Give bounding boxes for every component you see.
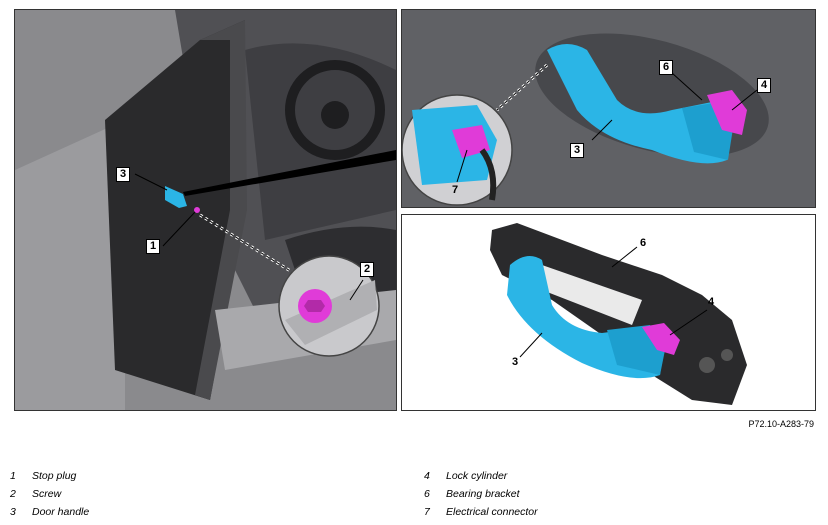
legend-number: 4 — [424, 470, 430, 482]
handle-installed-illustration: 6 4 3 7 — [401, 9, 816, 208]
callout-3-left: 3 — [116, 167, 130, 182]
door-overview-illustration: 3 1 2 — [14, 9, 397, 411]
legend-number: 7 — [424, 506, 430, 518]
handle-removed-illustration: 6 4 3 — [401, 214, 816, 411]
stop-plug-marker — [194, 207, 200, 213]
figure-reference-code: P72.10-A283-79 — [748, 419, 814, 429]
callout-4-top: 4 — [757, 78, 771, 93]
door-handle — [547, 44, 732, 164]
legend-label: Bearing bracket — [446, 488, 520, 500]
legend-label: Lock cylinder — [446, 470, 508, 482]
lock-cylinder-marker — [707, 90, 747, 135]
legend-number: 6 — [424, 488, 430, 500]
callout-4-bottom: 4 — [708, 296, 715, 308]
callout-6-top: 6 — [659, 60, 673, 75]
legend-label: Screw — [32, 488, 62, 500]
legend-number: 2 — [10, 488, 16, 500]
legend-label: Door handle — [32, 506, 90, 518]
callout-6-bottom: 6 — [640, 237, 647, 249]
door-handle-small — [165, 186, 187, 208]
legend-number: 3 — [10, 506, 16, 518]
legend-label: Electrical connector — [446, 506, 538, 518]
callout-1: 1 — [146, 239, 160, 254]
callout-2: 2 — [360, 262, 374, 277]
electrical-connector-marker — [452, 125, 490, 158]
lock-cylinder-marker-removed — [642, 323, 680, 355]
legend-label: Stop plug — [32, 470, 77, 482]
legend-number: 1 — [10, 470, 16, 482]
callout-3-top: 3 — [570, 143, 584, 158]
callout-7: 7 — [452, 184, 459, 196]
callout-3-bottom: 3 — [512, 356, 519, 368]
